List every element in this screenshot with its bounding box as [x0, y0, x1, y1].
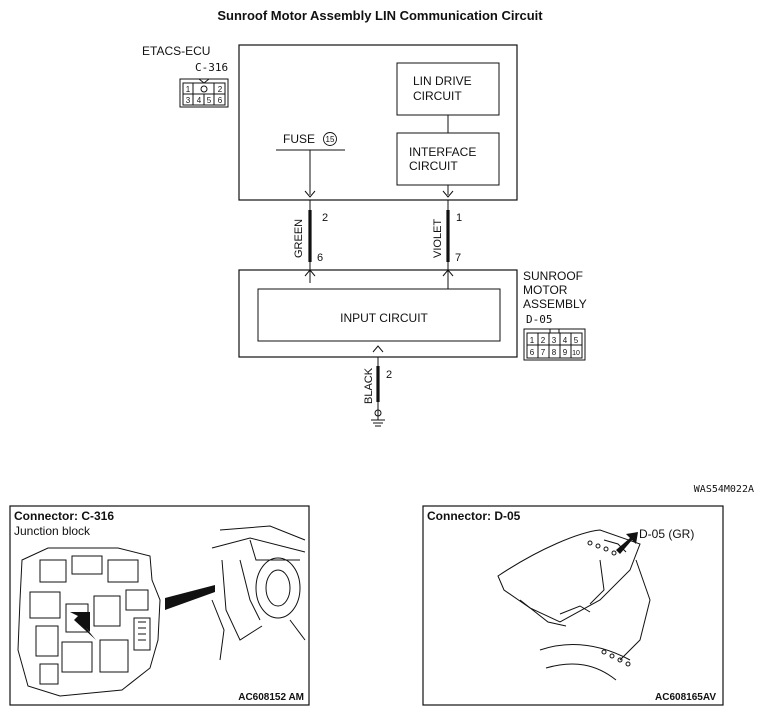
zoom-wedge-icon: [165, 585, 215, 610]
sunroof-label-line1: SUNROOF: [523, 269, 583, 283]
ground-symbol-icon: [371, 409, 385, 427]
roof-illustration: [497, 529, 651, 681]
sunroof-pin: 7: [541, 348, 546, 357]
violet-pin-top: 1: [456, 212, 462, 224]
panel-c316-title: Connector: C-316: [14, 509, 114, 523]
etacs-pin: 2: [218, 85, 223, 94]
connector-panel-d05: [422, 505, 724, 706]
etacs-pin: 1: [186, 85, 191, 94]
panel-d05-image-code: AC608165AV: [655, 692, 716, 703]
green-color-label: GREEN: [293, 219, 305, 258]
panel-c316-subtitle: Junction block: [14, 524, 91, 538]
input-circuit-box: [257, 288, 501, 342]
sunroof-pin: 8: [552, 348, 557, 357]
sunroof-pin: 4: [563, 336, 568, 345]
sunroof-pin: 6: [530, 348, 535, 357]
etacs-ecu-label: ETACS-ECU: [142, 44, 210, 58]
interface-label-line1: INTERFACE: [409, 145, 476, 159]
input-circuit-label: INPUT CIRCUIT: [340, 311, 428, 325]
junction-block-illustration: [17, 547, 161, 697]
diagram-title: Sunroof Motor Assembly LIN Communication…: [217, 8, 543, 23]
sunroof-connector-pinout: [523, 328, 586, 361]
lin-drive-label-line2: CIRCUIT: [413, 89, 462, 103]
lin-drive-label-line1: LIN DRIVE: [413, 74, 472, 88]
etacs-connector-id: C-316: [195, 61, 228, 74]
connector-arrow-icon: [616, 532, 638, 554]
fuse-label: FUSE: [283, 132, 315, 146]
black-ground-wire: [372, 345, 384, 416]
sunroof-label-line3: ASSEMBLY: [523, 297, 587, 311]
panel-d05-title: Connector: D-05: [427, 509, 521, 523]
sunroof-pin: 5: [574, 336, 579, 345]
sunroof-pin: 10: [572, 350, 580, 357]
green-pin-top: 2: [322, 212, 328, 224]
sunroof-label-line2: MOTOR: [523, 283, 568, 297]
connector-arrow-icon: [70, 612, 96, 640]
panel-c316-image-code: AC608152 AM: [238, 692, 304, 703]
etacs-pin: 6: [218, 96, 223, 105]
black-color-label: BLACK: [363, 367, 375, 404]
green-pin-bottom: 6: [317, 252, 323, 264]
etacs-pin: 5: [207, 96, 212, 105]
sunroof-pin: 9: [563, 348, 568, 357]
violet-pin-bottom: 7: [455, 252, 461, 264]
sunroof-pin: 1: [530, 336, 535, 345]
violet-wire: [442, 185, 454, 289]
dashboard-illustration: [211, 525, 306, 661]
sunroof-pin: 3: [552, 336, 557, 345]
sunroof-pin: 2: [541, 336, 546, 345]
etacs-pin: 3: [186, 96, 191, 105]
violet-color-label: VIOLET: [432, 219, 444, 258]
green-wire: [304, 150, 316, 283]
sunroof-connector-id: D-05: [526, 313, 553, 326]
black-pin: 2: [386, 369, 392, 381]
etacs-pin: 4: [197, 96, 202, 105]
interface-label-line2: CIRCUIT: [409, 159, 458, 173]
figure-code: WAS54M022A: [694, 484, 754, 495]
fuse-number: 15: [326, 135, 335, 144]
etacs-connector-pinout: [179, 78, 229, 108]
etacs-ecu-box: [238, 44, 518, 201]
panel-d05-callout: D-05 (GR): [639, 527, 694, 541]
fuse-number-circle: [323, 132, 337, 146]
